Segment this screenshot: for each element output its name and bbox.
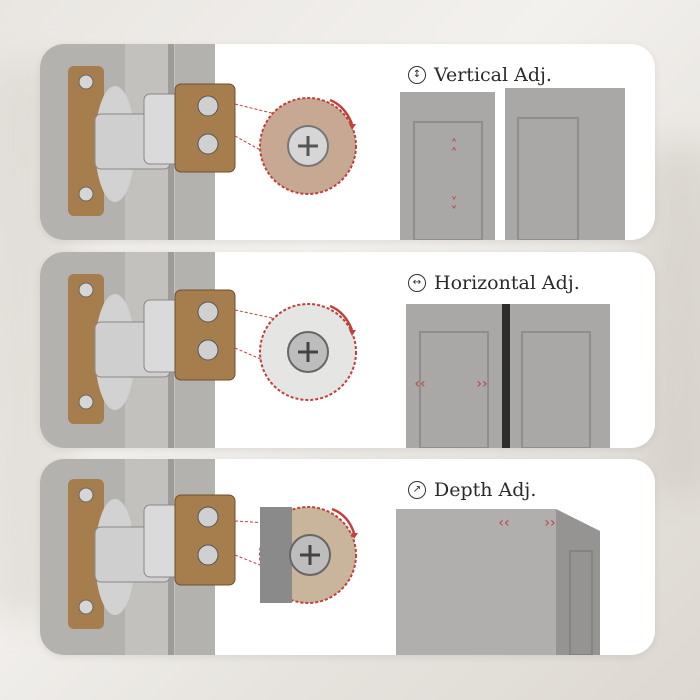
horizontal-adjustment-panel: ‹‹ ›› ↔ Horizontal Adj. [40, 252, 655, 448]
depth-adjust-title: Depth Adj. [434, 479, 537, 501]
svg-text:˄: ˄ [451, 138, 458, 153]
svg-text:››: ›› [544, 515, 555, 531]
adjustment-label: ↗ Depth Adj. [408, 479, 536, 501]
depth-illustration: ‹‹ ›› [40, 459, 600, 655]
svg-text:˄: ˄ [451, 147, 458, 162]
svg-text:››: ›› [476, 376, 487, 392]
adjustment-label: ↕ Vertical Adj. [408, 64, 552, 86]
horizontal-adjust-title: Horizontal Adj. [434, 272, 580, 294]
svg-text:˅: ˅ [451, 196, 458, 211]
svg-text:‹‹: ‹‹ [414, 376, 425, 392]
horizontal-illustration: ‹‹ ›› [40, 252, 610, 448]
depth-adjust-icon: ↗ [408, 481, 426, 499]
svg-text:‹‹: ‹‹ [498, 515, 509, 531]
vertical-adjustment-panel: ˄ ˄ ˅ ˅ ↕ Vertical Adj. [40, 44, 655, 240]
vertical-adjust-icon: ↕ [408, 66, 426, 84]
depth-adjustment-panel: ‹‹ ›› ↗ Depth Adj. [40, 459, 655, 655]
svg-text:˅: ˅ [451, 205, 458, 220]
horizontal-adjust-icon: ↔ [408, 274, 426, 292]
vertical-adjust-title: Vertical Adj. [434, 64, 552, 86]
adjustment-label: ↔ Horizontal Adj. [408, 272, 580, 294]
vertical-illustration: ˄ ˄ ˅ ˅ [40, 44, 625, 240]
